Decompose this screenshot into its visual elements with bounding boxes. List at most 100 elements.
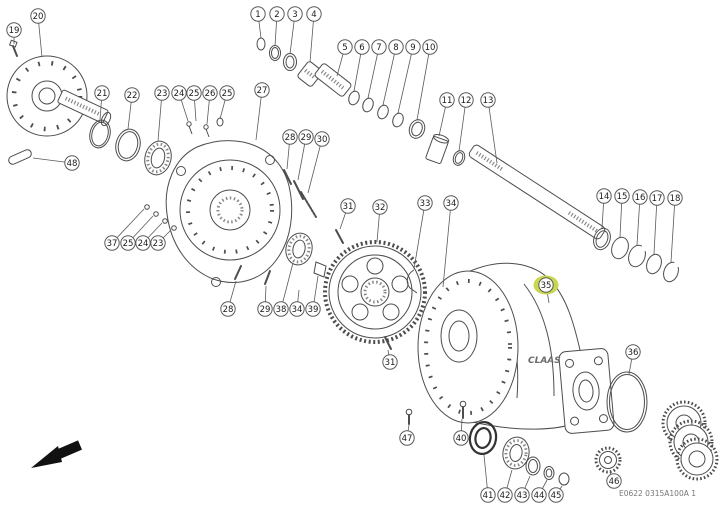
callout-32[interactable]: 32	[372, 199, 388, 243]
svg-text:3: 3	[292, 10, 297, 20]
callout-22[interactable]: 22	[124, 87, 140, 130]
bearing-42	[502, 436, 530, 470]
callout-6[interactable]: 6	[353, 39, 370, 92]
callout-17[interactable]: 17	[649, 190, 665, 255]
svg-text:28: 28	[223, 305, 234, 315]
callout-29[interactable]: 29	[297, 129, 314, 181]
callout-24[interactable]: 24	[171, 85, 189, 122]
callout-35[interactable]: 35	[533, 275, 559, 304]
callout-7[interactable]: 7	[367, 39, 387, 99]
callout-41[interactable]: 41	[480, 454, 496, 503]
callout-43[interactable]: 43	[514, 475, 531, 503]
callout-31[interactable]: 31	[339, 198, 356, 230]
callout-25[interactable]: 25	[120, 215, 154, 251]
callout-9[interactable]: 9	[397, 39, 421, 114]
callout-14[interactable]: 14	[596, 188, 612, 229]
callout-48[interactable]: 48	[32, 155, 80, 171]
svg-text:4: 4	[311, 10, 316, 20]
wheel-hub-assembly	[6, 55, 112, 137]
axle-housing: CLAAS	[417, 262, 615, 434]
svg-text:26: 26	[205, 89, 216, 99]
svg-text:29: 29	[301, 133, 312, 143]
svg-text:31: 31	[385, 358, 396, 368]
callout-40[interactable]: 40	[453, 418, 469, 446]
svg-text:2: 2	[274, 10, 279, 20]
callout-25[interactable]: 25	[219, 85, 235, 120]
callout-16[interactable]: 16	[632, 189, 648, 246]
callout-15[interactable]: 15	[614, 188, 630, 238]
callout-23[interactable]: 23	[154, 85, 170, 142]
callout-37[interactable]: 37	[104, 208, 145, 251]
callout-24[interactable]: 24	[135, 222, 163, 251]
callout-33[interactable]: 33	[413, 195, 433, 270]
callout-36[interactable]: 36	[625, 344, 641, 375]
callout-25[interactable]: 25	[186, 85, 202, 122]
svg-text:6: 6	[359, 43, 364, 53]
svg-text:24: 24	[138, 239, 149, 249]
callout-19[interactable]: 19	[6, 22, 22, 44]
studs-bottom	[234, 265, 271, 285]
callout-47[interactable]: 47	[399, 424, 415, 446]
callout-28[interactable]: 28	[220, 280, 237, 317]
callout-45[interactable]: 45	[548, 485, 564, 503]
callout-4[interactable]: 4	[306, 6, 322, 63]
svg-text:24: 24	[174, 89, 185, 99]
callout-39[interactable]: 39	[305, 275, 321, 317]
svg-text:15: 15	[617, 192, 628, 202]
callout-5[interactable]: 5	[336, 39, 353, 77]
callout-27[interactable]: 27	[254, 82, 270, 141]
callout-2[interactable]: 2	[269, 6, 285, 47]
callout-1[interactable]: 1	[250, 6, 266, 39]
callout-8[interactable]: 8	[382, 39, 404, 106]
svg-text:41: 41	[483, 491, 494, 501]
callout-30[interactable]: 30	[307, 131, 330, 194]
callout-18[interactable]: 18	[667, 190, 683, 263]
svg-text:48: 48	[67, 159, 78, 169]
svg-text:25: 25	[123, 239, 134, 249]
callout-34[interactable]: 34	[289, 289, 305, 317]
svg-text:23: 23	[153, 239, 164, 249]
svg-text:46: 46	[609, 477, 620, 487]
svg-text:43: 43	[517, 491, 528, 501]
callout-44[interactable]: 44	[531, 479, 548, 503]
svg-text:47: 47	[402, 434, 413, 444]
svg-text:5: 5	[342, 43, 347, 53]
svg-text:35: 35	[541, 281, 552, 291]
callout-11[interactable]: 11	[438, 92, 455, 137]
seal-41	[468, 420, 498, 456]
callout-13[interactable]: 13	[480, 92, 498, 164]
callout-12[interactable]: 12	[458, 92, 474, 152]
clamp-33	[406, 269, 418, 294]
callout-3[interactable]: 3	[287, 6, 303, 55]
callout-29[interactable]: 29	[257, 285, 273, 317]
callout-38[interactable]: 38	[273, 262, 294, 317]
callout-26[interactable]: 26	[202, 85, 218, 125]
svg-text:29: 29	[260, 305, 271, 315]
svg-text:20: 20	[33, 12, 44, 22]
hub-bolt	[8, 39, 18, 57]
callout-28[interactable]: 28	[282, 129, 298, 170]
callout-46[interactable]: 46	[606, 471, 622, 489]
svg-text:13: 13	[483, 96, 494, 106]
callout-10[interactable]: 10	[416, 39, 438, 121]
svg-text:38: 38	[276, 305, 287, 315]
svg-text:45: 45	[551, 491, 562, 501]
shim-ring-22	[115, 128, 141, 162]
shaft-key	[8, 149, 32, 165]
bracket-39	[313, 261, 327, 278]
callout-21[interactable]: 21	[94, 85, 110, 121]
callout-20[interactable]: 20	[30, 8, 46, 58]
axle-rings	[593, 227, 679, 283]
callout-31[interactable]: 31	[382, 349, 398, 370]
callout-23[interactable]: 23	[150, 229, 172, 251]
callout-42[interactable]: 42	[497, 469, 513, 503]
studs-top	[283, 169, 317, 218]
callout-34[interactable]: 34	[442, 195, 459, 288]
bearing-23	[144, 140, 172, 176]
svg-text:12: 12	[461, 96, 472, 106]
svg-text:25: 25	[189, 89, 200, 99]
seal-ring-21	[89, 119, 111, 149]
